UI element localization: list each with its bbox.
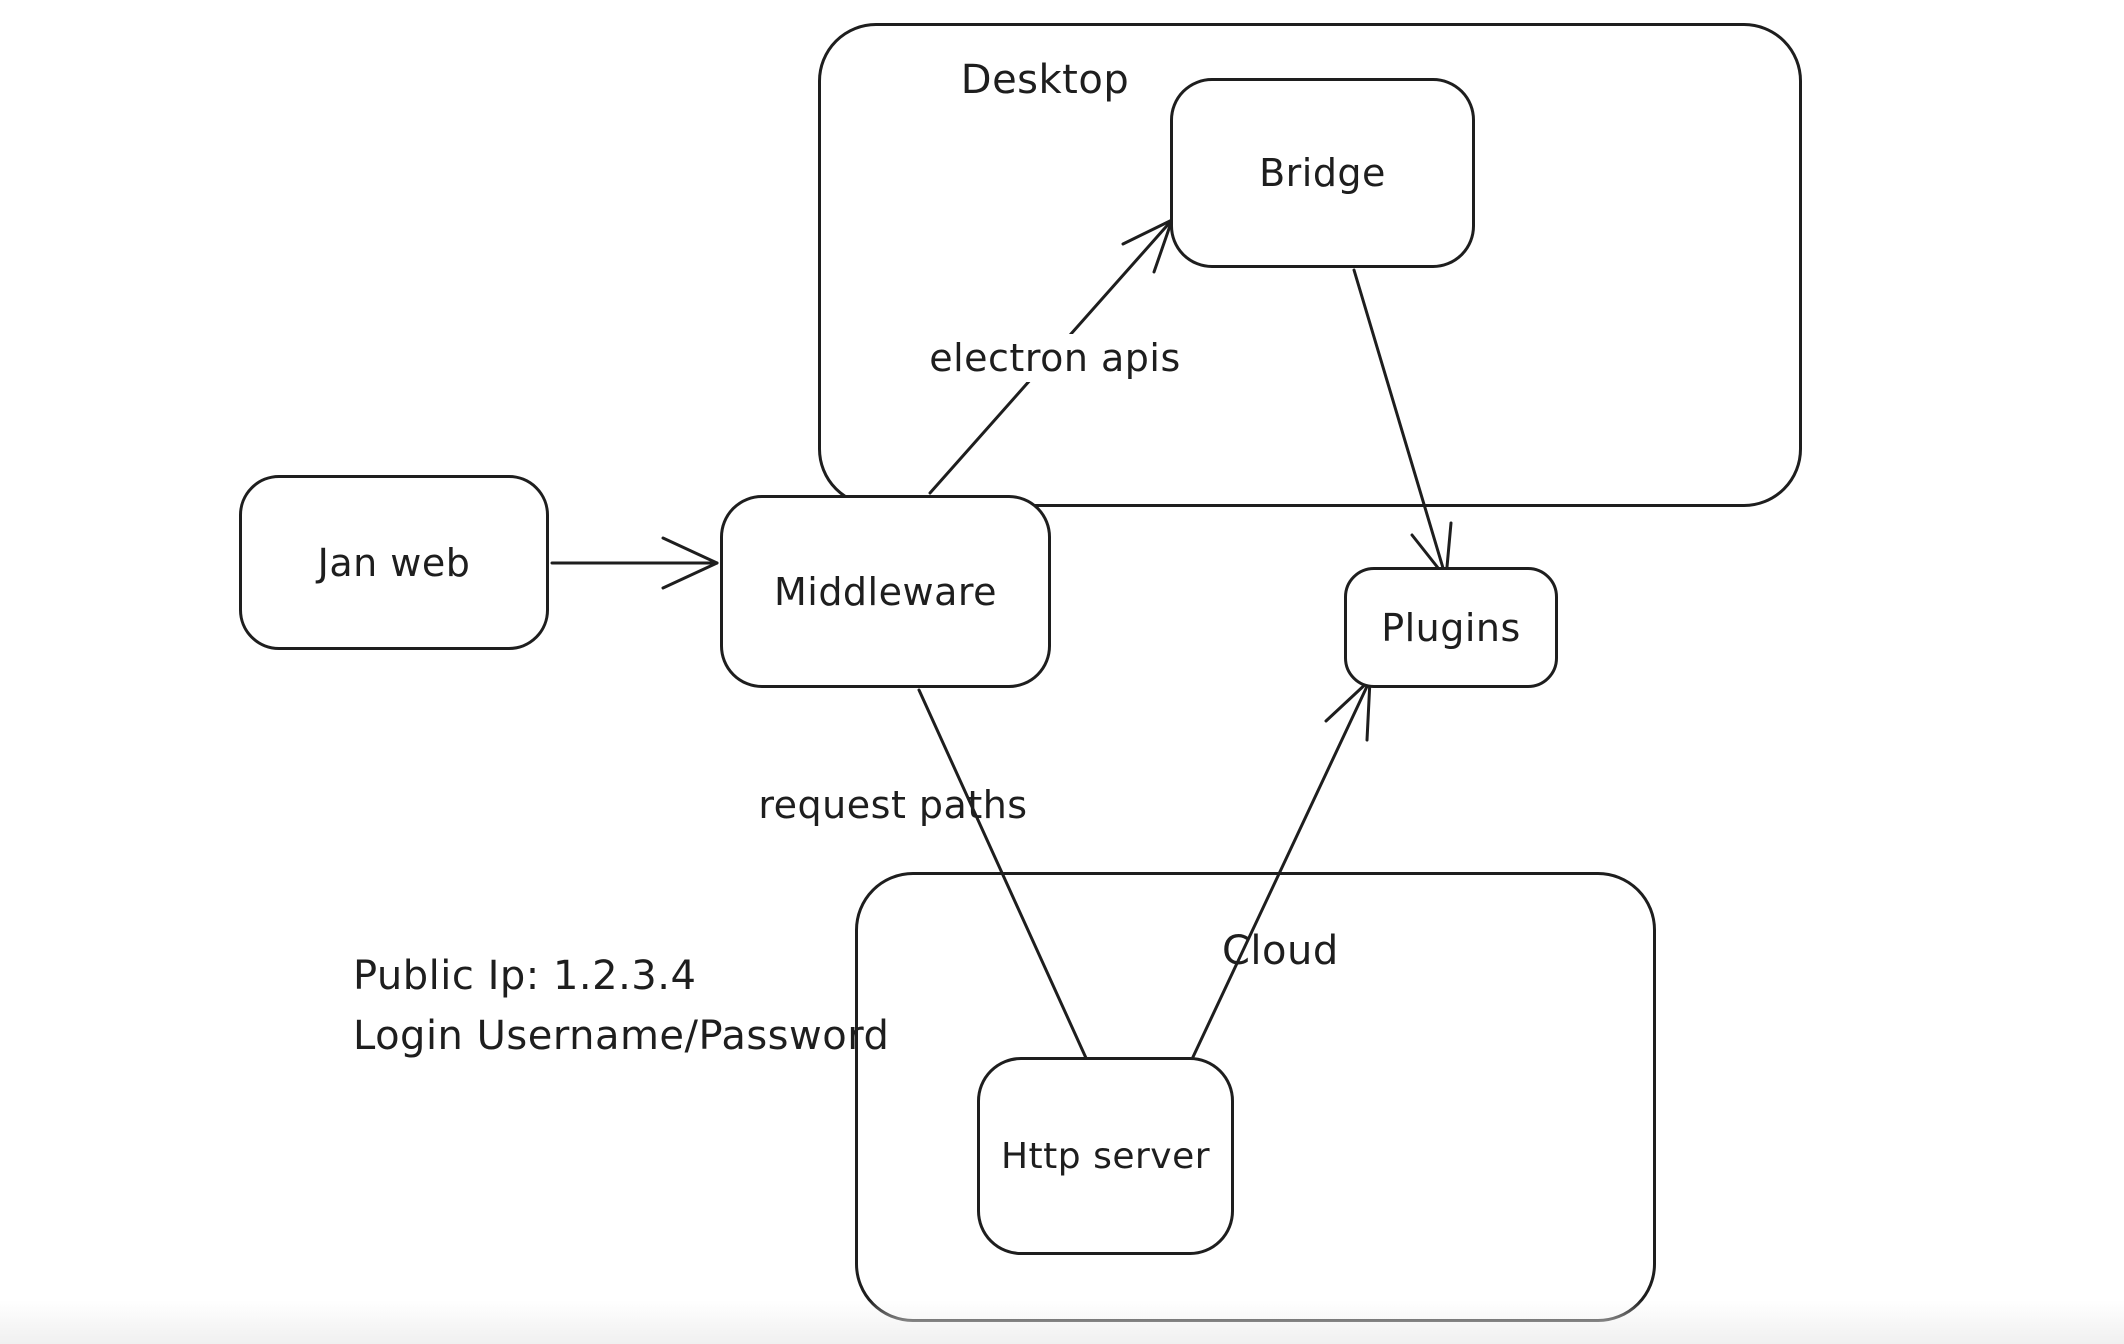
node-plugins[interactable]: Plugins	[1344, 567, 1558, 688]
node-middleware[interactable]: Middleware	[720, 495, 1051, 688]
node-http-server-label: Http server	[1000, 1135, 1211, 1177]
node-plugins-label: Plugins	[1381, 605, 1521, 650]
arrow-bridge-to-plugins[interactable]	[1352, 268, 1453, 580]
edge-label-request-paths[interactable]: request paths	[758, 783, 1028, 827]
node-bridge[interactable]: Bridge	[1170, 78, 1475, 268]
arrowhead-up-right-icon	[1324, 678, 1372, 742]
node-middleware-label: Middleware	[773, 569, 998, 614]
arrowhead-right-icon	[661, 536, 719, 590]
node-jan-web-label: Jan web	[317, 540, 471, 585]
arrow-janweb-to-middleware[interactable]	[550, 536, 719, 590]
node-jan-web[interactable]: Jan web	[239, 475, 549, 650]
arrow-httpserver-to-plugins[interactable]	[1191, 678, 1372, 1059]
line-middleware-to-httpserver[interactable]	[917, 688, 1088, 1060]
container-desktop[interactable]	[818, 23, 1802, 507]
container-desktop-label: Desktop	[960, 57, 1130, 103]
edge-label-electron-apis[interactable]: electron apis	[921, 334, 1189, 382]
node-bridge-label: Bridge	[1259, 151, 1386, 195]
node-http-server[interactable]: Http server	[977, 1057, 1234, 1255]
annotation-public-ip-line1: Public Ip: 1.2.3.4	[353, 953, 697, 999]
annotation-public-ip-line2: Login Username/Password	[353, 1013, 890, 1059]
annotation-public-ip[interactable]: Public Ip: 1.2.3.4 Login Username/Passwo…	[353, 946, 889, 1066]
container-cloud-label: Cloud	[1222, 928, 1339, 974]
